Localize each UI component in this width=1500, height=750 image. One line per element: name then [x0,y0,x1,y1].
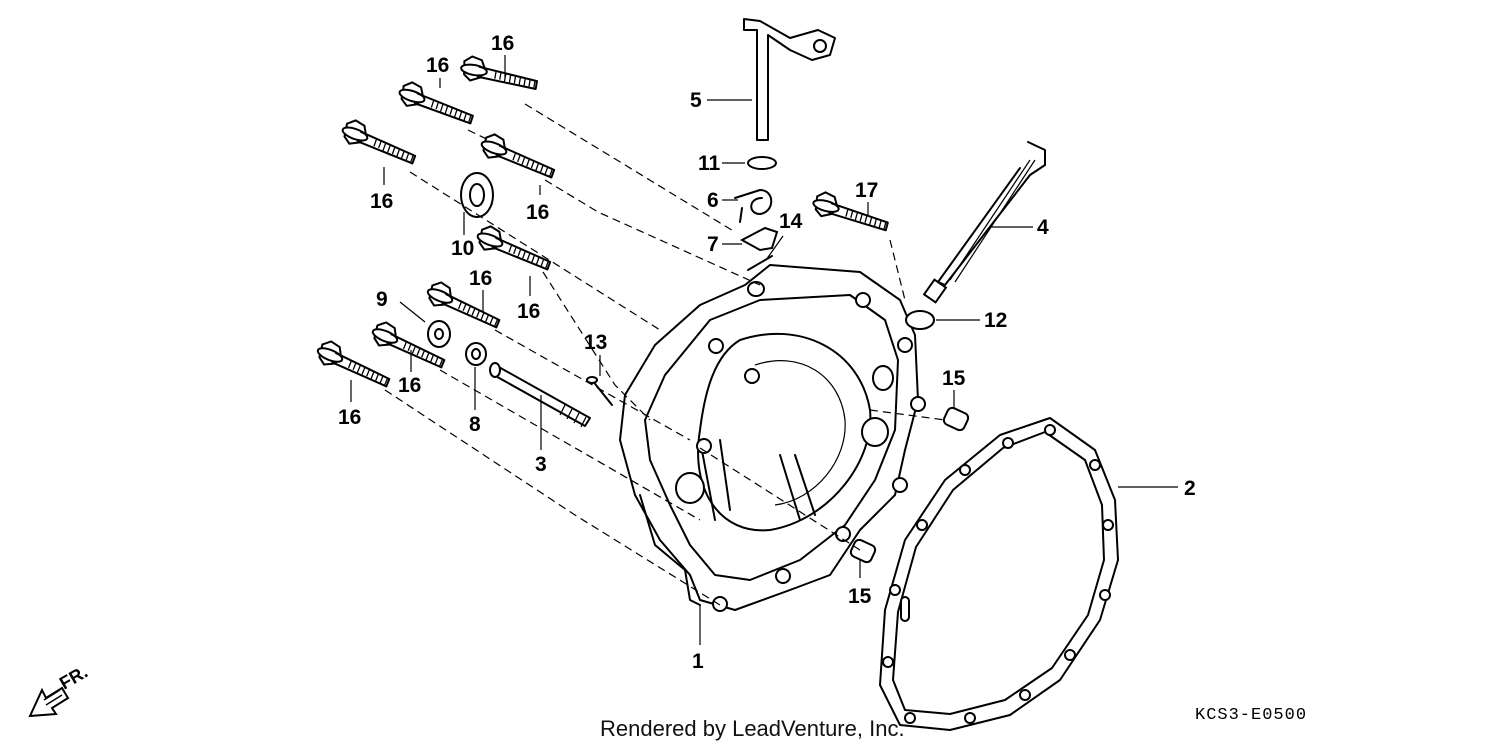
leader-lines [350,55,1178,645]
callout-16-mid: 16 [526,201,549,224]
dowel-pin-15a [942,406,970,432]
callout-16-lower-mid: 16 [469,267,492,290]
spring-6 [734,189,773,223]
screw-13 [586,376,613,406]
callout-16-center: 16 [517,300,540,323]
stopper-7 [739,226,779,252]
cable [922,141,1046,304]
callout-3: 3 [535,453,547,476]
callout-6: 6 [707,189,719,212]
kick-shaft [489,362,591,428]
washer-8 [465,342,487,366]
crankcase-cover [619,264,926,612]
callout-12: 12 [984,309,1007,332]
dowel-pin-15b [849,538,877,564]
callout-10: 10 [451,237,474,260]
callout-13: 13 [584,331,607,354]
callout-8: 8 [469,413,481,436]
callout-15-upper: 15 [942,367,966,390]
callouts: 1 2 3 4 5 6 7 8 9 10 11 12 13 14 15 15 1… [338,32,1196,673]
bolt-16-mid [477,130,560,182]
bolt-16-left [338,116,421,168]
bolt-16-upper-left [395,78,478,128]
callout-11: 11 [698,152,721,175]
callout-5: 5 [690,89,702,112]
callout-16-upper-left: 16 [426,54,449,77]
callout-17: 17 [855,179,878,202]
callout-14: 14 [779,210,803,233]
callout-16-left: 16 [370,190,393,213]
callout-15-lower: 15 [848,585,872,608]
o-ring-11 [747,156,777,170]
callout-2: 2 [1184,477,1196,500]
diagram-code: KCS3-E0500 [1195,706,1308,725]
o-ring-12 [905,310,935,330]
assembly-lines [384,103,946,606]
callout-4: 4 [1037,216,1049,239]
callout-1: 1 [692,650,704,673]
callout-7: 7 [707,233,719,256]
bolt-16-top [458,53,541,93]
bolt-17 [809,189,893,235]
callout-16-lower: 16 [398,374,421,397]
credit-text: Rendered by LeadVenture, Inc. [600,716,905,741]
oil-seal-10 [460,172,494,218]
bearing-9 [427,320,451,348]
bolt-16-center [473,222,556,274]
cover-gasket [879,417,1119,731]
callout-16-top: 16 [491,32,514,55]
shift-shaft [743,18,836,141]
callout-9: 9 [376,288,388,311]
front-direction-arrow-icon: FR. [28,662,91,718]
callout-16-bottom: 16 [338,406,361,429]
pin-14 [747,255,773,271]
